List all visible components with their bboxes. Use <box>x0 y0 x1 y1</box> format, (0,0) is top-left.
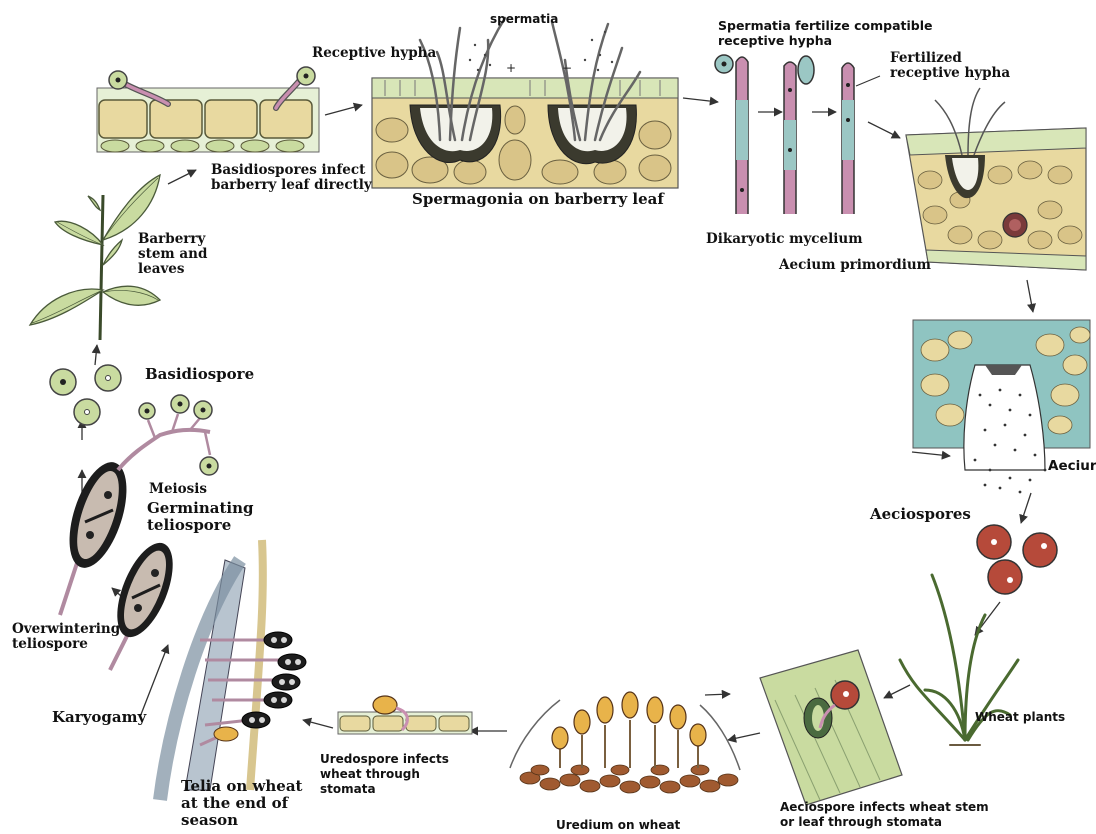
aeciospore-infects-label: Aeciospore infects wheat stem or leaf th… <box>780 800 989 830</box>
fertilized-receptive-hypha-label: Fertilized receptive hypha <box>890 51 1010 81</box>
spermagonia-label: Spermagonia on barberry leaf <box>412 191 664 208</box>
arrow-to-telia <box>303 720 333 728</box>
aecium-primordium-label: Aecium primordium <box>779 258 931 273</box>
arrow-to-barberry <box>95 345 97 365</box>
arrow-to-aeciospores <box>1021 493 1031 523</box>
svg-text:+: + <box>506 61 516 75</box>
receptive-hyphae <box>715 55 880 214</box>
uredospore-section <box>338 696 472 734</box>
karyogamy-label: Karyogamy <box>52 709 146 726</box>
spermagonia-section: + − <box>372 18 678 188</box>
uredium-label: Uredium on wheat <box>556 818 680 833</box>
receptive-hypha-label: Receptive hypha <box>312 46 436 61</box>
wheat-stem-section <box>760 650 902 805</box>
telia-section <box>160 540 306 800</box>
spermatia-fertilize-label: Spermatia fertilize compatible receptive… <box>718 18 933 48</box>
arrow-to-aecium <box>1027 280 1033 312</box>
wheat-plants-label: Wheat plants <box>975 710 1065 725</box>
uredospore-infects-label: Uredospore infects wheat through stomata <box>320 752 449 797</box>
telia-label: Telia on wheat at the end of season <box>181 778 302 829</box>
arrow-aecium-in <box>912 452 950 456</box>
barberry-leaf-section <box>97 67 319 152</box>
arrow-karyogamy <box>140 645 168 717</box>
arrow-uredium-top <box>705 694 730 695</box>
uredium-section <box>510 692 740 793</box>
spermatia-label: spermatia <box>490 12 558 27</box>
arrow-barberry-to-leaf <box>168 170 196 184</box>
aecium-label: Aeciur <box>1048 459 1096 474</box>
aeciospores-label: Aeciospores <box>870 506 971 523</box>
arrow-to-spermagonia <box>325 105 362 115</box>
barberry-stem-label: Barberry stem and leaves <box>138 232 207 277</box>
aeciospores <box>977 525 1057 594</box>
arrow-to-fertilize <box>683 98 718 102</box>
basidiospores <box>50 365 121 425</box>
arrow-wheat-to-stem <box>884 685 910 698</box>
basidiospore-label: Basidiospore <box>145 366 254 383</box>
overwintering-teliospore-label: Overwintering teliospore <box>12 622 120 652</box>
svg-text:−: − <box>562 61 572 75</box>
dikaryotic-mycelium-label: Dikaryotic mycelium <box>706 232 862 247</box>
arrow-to-aecium-primordium <box>868 122 900 138</box>
arrow-to-uredium <box>728 733 760 740</box>
germinating-teliospore-label: Germinating teliospore <box>147 500 253 534</box>
aecium-primordium-section <box>906 88 1086 270</box>
meiosis-label: Meiosis <box>149 482 207 497</box>
basidiospores-infect-label: Basidiospores infect barberry leaf direc… <box>211 163 372 193</box>
